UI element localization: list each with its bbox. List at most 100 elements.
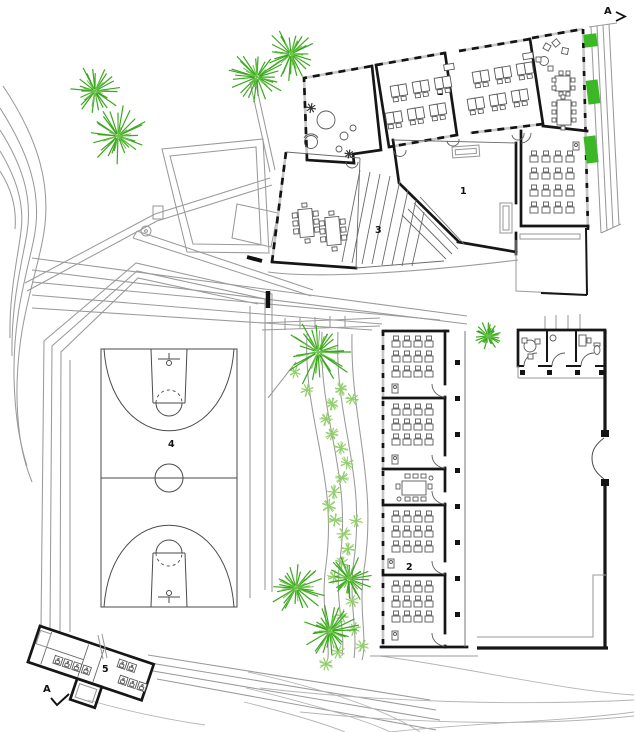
desk-pair (510, 88, 530, 108)
desk (413, 355, 423, 363)
label-changing-rooms: 5 (102, 664, 109, 675)
desk-pair (488, 92, 508, 112)
desk (391, 408, 401, 416)
desk (413, 585, 423, 593)
desk (413, 600, 423, 608)
shrub-icon (319, 657, 333, 671)
desk (391, 585, 401, 593)
column (455, 360, 460, 365)
tree-icon (288, 323, 352, 385)
desk (529, 189, 539, 197)
shrub-icon (340, 456, 354, 470)
wc-block (516, 328, 607, 379)
desk (424, 340, 434, 348)
column (455, 504, 460, 509)
teacher-desk (522, 51, 534, 61)
desk (541, 189, 551, 197)
shrub-icon (327, 484, 341, 500)
shrub-icon (334, 381, 348, 397)
desk (402, 355, 412, 363)
desk (553, 172, 563, 180)
desk (391, 515, 401, 523)
desk-pair (466, 96, 486, 116)
desk (391, 545, 401, 553)
desk (541, 206, 551, 214)
desk-pair (493, 65, 513, 85)
desk (424, 408, 434, 416)
tree-icon (304, 605, 360, 655)
shrub-icon (325, 427, 339, 441)
shrub-icon (319, 412, 333, 426)
shrub-icon (289, 365, 301, 379)
desk-pair (471, 69, 491, 89)
desk (391, 600, 401, 608)
desk (391, 530, 401, 538)
tree-icon (272, 564, 325, 612)
desk (413, 340, 423, 348)
shrub-icon (335, 471, 349, 485)
plant-icon (306, 104, 316, 112)
desk (424, 423, 434, 431)
desk-pair (411, 79, 431, 99)
desk (391, 615, 401, 623)
desk (529, 155, 539, 163)
desk (413, 615, 423, 623)
desk (424, 545, 434, 553)
desk-pair (515, 61, 535, 81)
shrub-icon (331, 645, 345, 659)
desk (413, 408, 423, 416)
sink (572, 141, 580, 151)
desk-pair (384, 110, 404, 130)
section-marker-a-top: A (604, 6, 612, 17)
desk (413, 545, 423, 553)
desk (402, 408, 412, 416)
desk (391, 438, 401, 446)
shrub-icon (348, 514, 364, 528)
label-stairs: 3 (375, 225, 382, 236)
desk (424, 355, 434, 363)
column (455, 396, 460, 401)
teacher-desk (443, 62, 455, 72)
plant-icon (344, 151, 354, 157)
seminar-table (291, 202, 321, 244)
desk (565, 155, 575, 163)
shrub-icon (355, 639, 369, 653)
desk (402, 370, 412, 378)
east-edge: A (583, 6, 628, 234)
desk (424, 615, 434, 623)
shrub-icon (347, 622, 361, 636)
staff-room-furniture (535, 38, 577, 131)
armchair (304, 135, 318, 149)
terrain-contours (0, 85, 47, 483)
trees (70, 30, 501, 655)
desk (413, 423, 423, 431)
desk (553, 155, 563, 163)
section-arrow-bottom (50, 693, 70, 707)
desk (424, 515, 434, 523)
shrub-icon (322, 498, 336, 514)
desk (424, 370, 434, 378)
desk (565, 172, 575, 180)
basketball-court: 4 (100, 348, 238, 608)
label-court: 4 (168, 439, 175, 450)
tree-icon (475, 322, 501, 350)
desk (529, 206, 539, 214)
desk-pair (389, 83, 409, 103)
desk (402, 423, 412, 431)
desk (424, 530, 434, 538)
meeting-table (401, 480, 427, 496)
desk (424, 585, 434, 593)
desk (402, 600, 412, 608)
desk (402, 438, 412, 446)
tree-icon (328, 556, 372, 600)
desk (413, 515, 423, 523)
desk (402, 545, 412, 553)
south-stands (87, 654, 635, 732)
desk (565, 206, 575, 214)
column (455, 612, 460, 617)
column (455, 432, 460, 437)
shrub-icon (336, 527, 352, 541)
desk (413, 530, 423, 538)
